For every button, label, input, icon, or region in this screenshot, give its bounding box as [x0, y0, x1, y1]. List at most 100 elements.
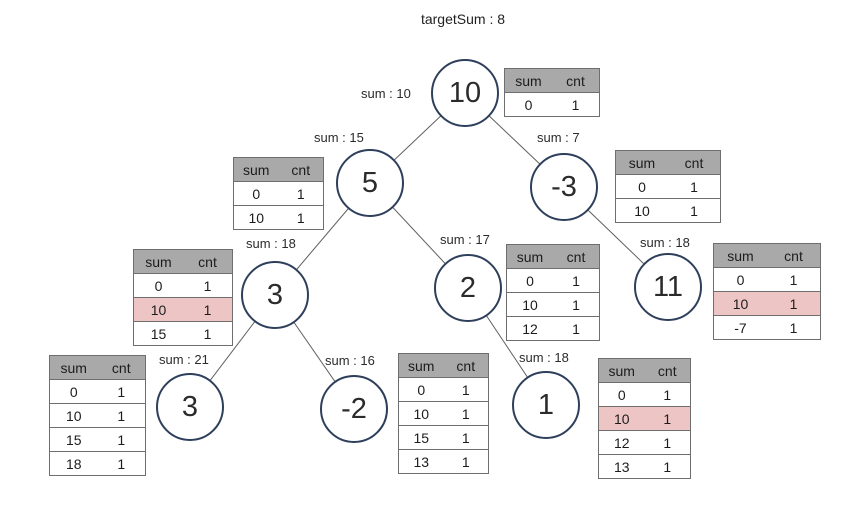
col-header-cnt: cnt [644, 358, 691, 383]
cell-sum: 12 [598, 430, 645, 455]
sum-label-n2: sum : 17 [440, 232, 490, 247]
cell-cnt: 1 [553, 268, 600, 293]
cell-sum: 10 [615, 198, 668, 223]
col-header-cnt: cnt [278, 157, 324, 182]
cell-sum: 10 [133, 297, 183, 322]
diagram-title: targetSum : 8 [420, 11, 506, 27]
col-header-cnt: cnt [552, 68, 600, 93]
cell-cnt: 1 [183, 321, 233, 346]
cell-cnt: 1 [183, 273, 233, 298]
cell-cnt: 1 [644, 406, 691, 431]
cell-sum: 0 [504, 92, 552, 117]
cell-cnt: 1 [278, 205, 324, 230]
col-header-cnt: cnt [183, 249, 233, 274]
col-header-cnt: cnt [668, 150, 721, 175]
cell-cnt: 1 [97, 403, 146, 428]
cell-sum: -7 [713, 315, 767, 340]
cell-cnt: 1 [767, 315, 821, 340]
cell-cnt: 1 [552, 92, 600, 117]
cell-cnt: 1 [97, 427, 146, 452]
sum-label-n3l: sum : 21 [159, 352, 209, 367]
col-header-cnt: cnt [553, 244, 600, 269]
cell-sum: 13 [398, 449, 444, 474]
cell-sum: 0 [133, 273, 183, 298]
col-header-sum: sum [504, 68, 552, 93]
cell-cnt: 1 [644, 430, 691, 455]
cell-cnt: 1 [644, 382, 691, 407]
tree-node--3: -3 [530, 153, 598, 221]
tree-node-10: 10 [431, 59, 499, 127]
sum-label-n5: sum : 15 [314, 130, 364, 145]
tree-node--2: -2 [320, 375, 388, 443]
cell-cnt: 1 [443, 425, 489, 450]
cell-sum: 12 [506, 316, 553, 341]
cell-cnt: 1 [443, 449, 489, 474]
cell-sum: 15 [133, 321, 183, 346]
col-header-sum: sum [133, 249, 183, 274]
cell-cnt: 1 [183, 297, 233, 322]
cell-cnt: 1 [767, 291, 821, 316]
tree-node-11: 11 [634, 253, 702, 321]
col-header-cnt: cnt [97, 355, 146, 380]
cell-sum: 15 [49, 427, 98, 452]
col-header-cnt: cnt [443, 353, 489, 378]
cell-sum: 0 [49, 379, 98, 404]
tree-node-3-leaf: 3 [156, 373, 224, 441]
tree-node-1: 1 [512, 371, 580, 439]
col-header-sum: sum [49, 355, 98, 380]
cell-sum: 10 [598, 406, 645, 431]
sum-label-n11: sum : 18 [640, 235, 690, 250]
sum-label-n1: sum : 18 [519, 350, 569, 365]
cell-sum: 0 [506, 268, 553, 293]
cell-sum: 10 [233, 205, 279, 230]
col-header-sum: sum [598, 358, 645, 383]
cell-sum: 10 [713, 291, 767, 316]
cell-cnt: 1 [443, 401, 489, 426]
cell-cnt: 1 [553, 292, 600, 317]
sum-label-n10: sum : 10 [361, 86, 411, 101]
cell-cnt: 1 [668, 174, 721, 199]
sum-label-nm2: sum : 16 [325, 353, 375, 368]
cell-sum: 0 [713, 267, 767, 292]
cell-sum: 18 [49, 451, 98, 476]
col-header-sum: sum [713, 243, 767, 268]
col-header-sum: sum [506, 244, 553, 269]
cell-sum: 10 [49, 403, 98, 428]
cell-sum: 0 [398, 377, 444, 402]
cell-cnt: 1 [443, 377, 489, 402]
cell-cnt: 1 [553, 316, 600, 341]
cell-cnt: 1 [767, 267, 821, 292]
cell-cnt: 1 [644, 454, 691, 479]
tree-node-3: 3 [241, 261, 309, 329]
col-header-sum: sum [615, 150, 668, 175]
cell-cnt: 1 [278, 181, 324, 206]
cell-sum: 10 [506, 292, 553, 317]
